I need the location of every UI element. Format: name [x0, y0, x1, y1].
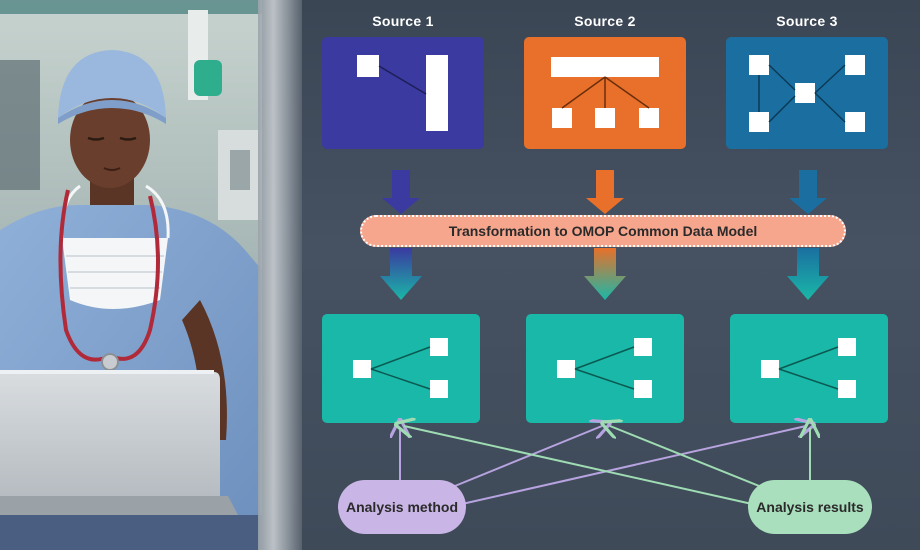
- source-2-label: Source 2: [574, 13, 636, 29]
- source-3-arrow-bottom: [787, 248, 829, 300]
- cdm-box-1: [322, 314, 480, 423]
- source-2-arrow-bottom: [584, 248, 626, 300]
- photo-divider: [258, 0, 302, 550]
- source-1-label: Source 1: [372, 13, 434, 29]
- transformation-pill: Transformation to OMOP Common Data Model: [360, 215, 846, 247]
- source-1-box: [322, 37, 484, 149]
- analysis-method-label: Analysis method: [345, 499, 459, 515]
- source-2-box: [524, 37, 686, 149]
- source-3-label: Source 3: [776, 13, 838, 29]
- source-2-arrow-top: [586, 170, 624, 214]
- cdm-box-3: [730, 314, 888, 423]
- source-1-arrow-top: [382, 170, 420, 214]
- analysis-results-oval: Analysis results: [748, 480, 872, 534]
- clinician-photo: [0, 0, 262, 550]
- source-1-arrow-bottom: [380, 248, 422, 300]
- cdm-box-2: [526, 314, 684, 423]
- analysis-results-connectors: [404, 426, 810, 505]
- source-3-arrow-top: [789, 170, 827, 214]
- analysis-method-oval: Analysis method: [338, 480, 466, 534]
- clinician-illustration: [0, 0, 262, 550]
- analysis-results-label: Analysis results: [756, 499, 864, 515]
- source-3-box: [726, 37, 888, 149]
- transformation-label: Transformation to OMOP Common Data Model: [448, 223, 758, 239]
